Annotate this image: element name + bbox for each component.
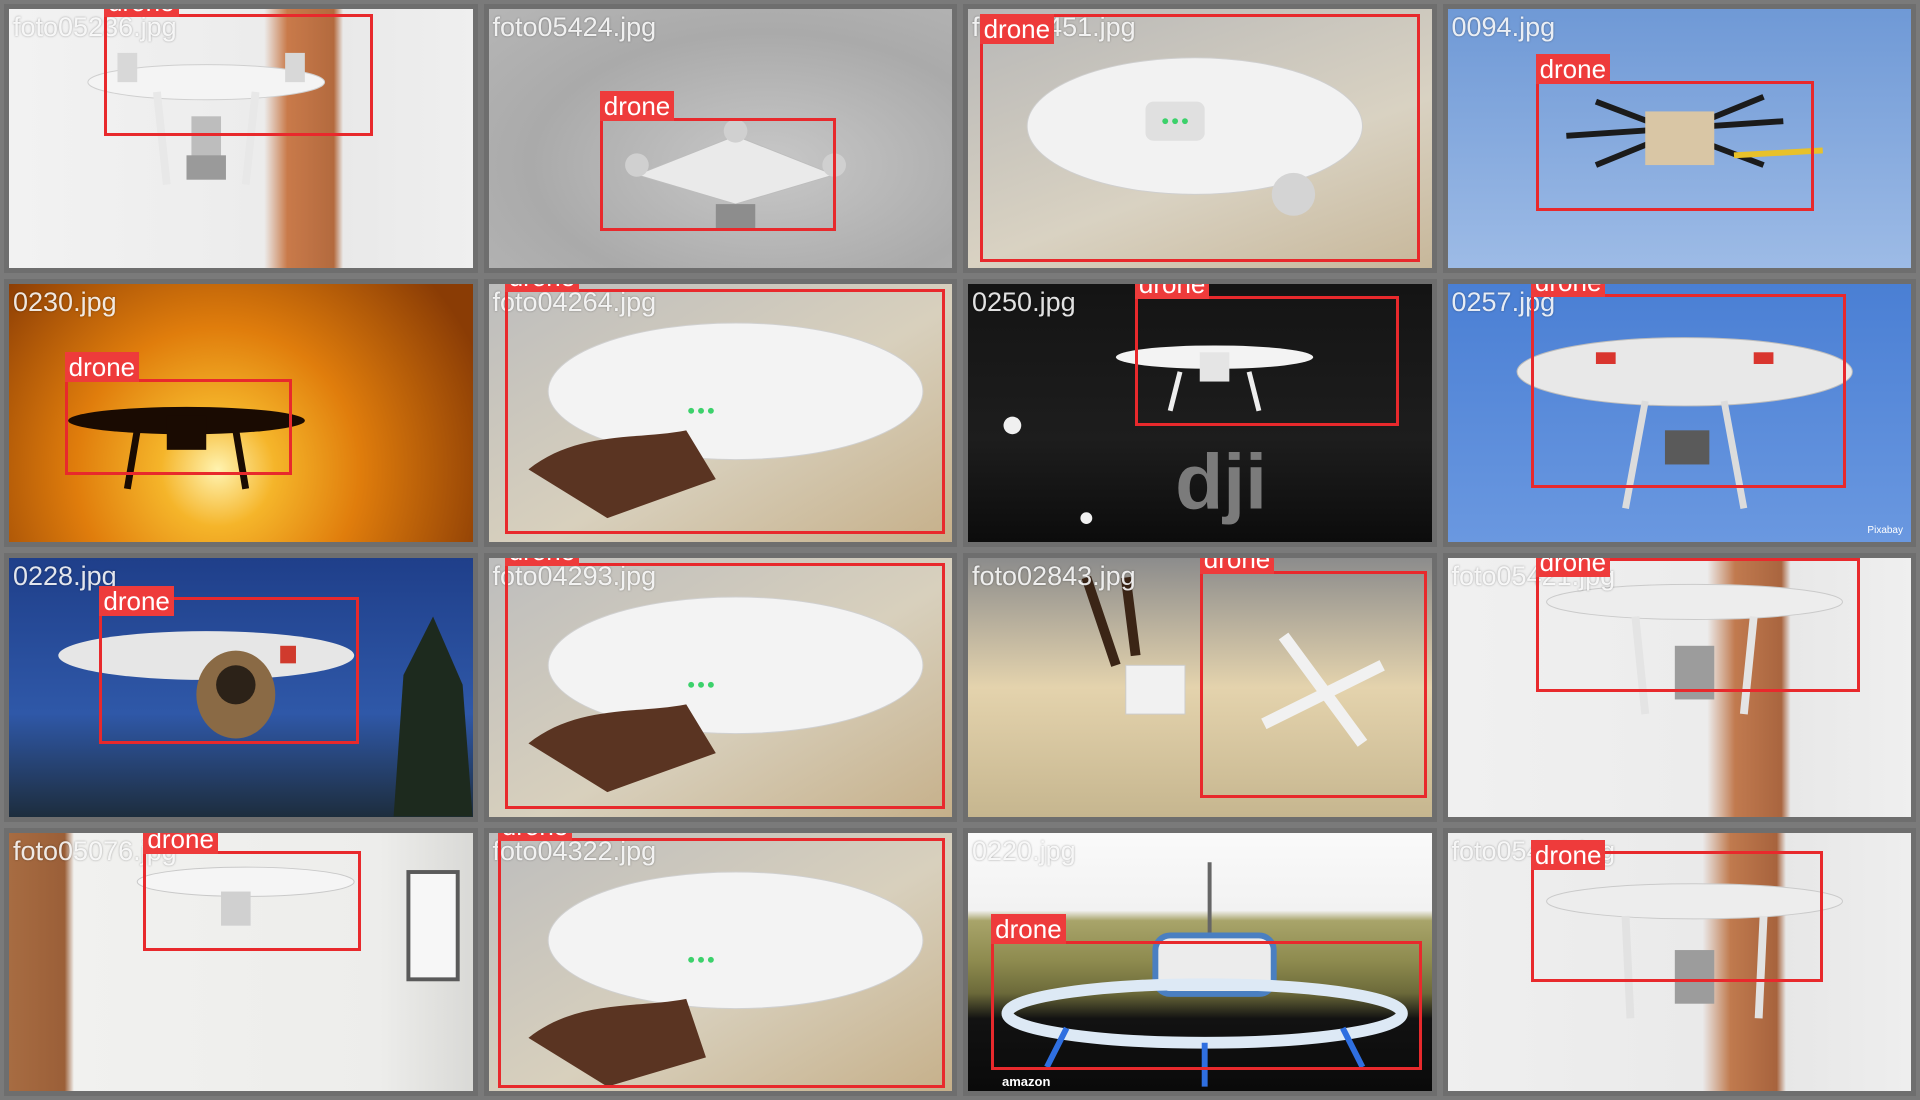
bounding-box[interactable]: drone xyxy=(1530,283,1847,488)
drone-image xyxy=(1081,575,1385,747)
watermark-text: Pixabay xyxy=(1867,525,1903,536)
bounding-box-label: drone xyxy=(104,8,179,18)
svg-text:dji: dji xyxy=(1175,437,1267,525)
bounding-box-label: drone xyxy=(1535,557,1611,577)
bounding-box-label: drone xyxy=(504,283,580,292)
bounding-box-label: drone xyxy=(1530,283,1606,297)
image-tile[interactable]: foto04264.jpg drone xyxy=(483,278,957,547)
bounding-box-label: drone xyxy=(64,352,140,383)
drone-image xyxy=(527,322,923,518)
drone-image xyxy=(136,866,460,981)
image-filename: 0230.jpg xyxy=(13,286,117,317)
image-tile[interactable]: dji 0250.jpg drone xyxy=(963,278,1437,547)
image-tile[interactable]: foto05423.jpg drone xyxy=(1442,827,1916,1096)
bounding-box[interactable]: drone xyxy=(99,585,359,745)
drone-image xyxy=(527,596,923,793)
brand-text: amazon xyxy=(1002,1074,1051,1089)
bounding-box-label: drone xyxy=(979,14,1055,45)
drone-image xyxy=(87,52,326,185)
image-tile[interactable]: 0220.jpg amazon drone xyxy=(963,827,1437,1096)
bounding-box-label: drone xyxy=(991,914,1066,945)
bounding-box[interactable]: drone xyxy=(504,557,946,809)
image-tile[interactable]: foto05424.jpg drone xyxy=(483,4,957,273)
image-tile[interactable]: foto05421.jpg drone xyxy=(1442,553,1916,822)
image-tile[interactable]: 0228.jpg drone xyxy=(4,553,478,822)
image-filename: 0220.jpg xyxy=(972,835,1076,866)
image-tile[interactable]: 0257.jpg Pixabay drone xyxy=(1442,278,1916,547)
bounding-box[interactable]: drone xyxy=(497,832,946,1089)
bounding-box[interactable]: drone xyxy=(143,832,362,952)
image-tile[interactable]: 0230.jpg drone xyxy=(4,278,478,547)
bounding-box[interactable]: drone xyxy=(1134,283,1400,426)
bounding-box[interactable]: drone xyxy=(599,90,837,232)
bounding-box[interactable]: drone xyxy=(1199,557,1427,799)
drone-image xyxy=(1001,861,1408,1087)
drone-image: dji xyxy=(1003,344,1314,525)
bounding-box[interactable]: drone xyxy=(1535,557,1860,693)
image-tile[interactable]: foto05076.jpg drone xyxy=(4,827,478,1096)
bounding-box-label: drone xyxy=(599,90,675,121)
bounding-box-label: drone xyxy=(504,557,580,567)
image-tile[interactable]: foto04293.jpg drone xyxy=(483,553,957,822)
drone-image xyxy=(527,871,923,1087)
drone-image xyxy=(68,406,305,489)
drone-image xyxy=(1545,882,1843,1019)
image-tile[interactable]: foto03451.jpg drone xyxy=(963,4,1437,273)
bounding-box[interactable]: drone xyxy=(64,352,292,475)
drone-image xyxy=(1545,583,1843,715)
image-filename: foto05424.jpg xyxy=(492,12,657,42)
image-filename: 0228.jpg xyxy=(13,561,117,591)
image-tile[interactable]: foto02843.jpg drone xyxy=(963,553,1437,822)
bounding-box[interactable]: drone xyxy=(991,914,1423,1071)
bounding-box-label: drone xyxy=(143,832,218,854)
bounding-box-label: drone xyxy=(99,585,174,616)
bounding-box-label: drone xyxy=(1535,54,1611,85)
bounding-box-label: drone xyxy=(497,832,573,841)
bounding-box[interactable]: drone xyxy=(104,8,373,136)
drone-image xyxy=(58,616,473,817)
drone-image xyxy=(1565,94,1823,168)
bounding-box-label: drone xyxy=(1199,557,1275,574)
bounding-box[interactable]: drone xyxy=(979,14,1420,263)
image-tile[interactable]: foto05236.jpg drone xyxy=(4,4,478,273)
image-tile[interactable]: 0094.jpg drone xyxy=(1442,4,1916,273)
bounding-box[interactable]: drone xyxy=(1530,839,1823,983)
bounding-box[interactable]: drone xyxy=(504,283,946,535)
drone-image xyxy=(1026,57,1363,216)
drone-image xyxy=(1516,336,1853,509)
image-tile[interactable]: foto04322.jpg drone xyxy=(483,827,957,1096)
bounding-box[interactable]: drone xyxy=(1535,54,1814,211)
image-filename: 0250.jpg xyxy=(972,286,1076,317)
bounding-box-label: drone xyxy=(1530,839,1606,870)
image-filename: 0094.jpg xyxy=(1451,12,1556,42)
image-filename: foto02843.jpg xyxy=(972,561,1136,591)
bounding-box-label: drone xyxy=(1134,283,1210,300)
drone-image xyxy=(624,119,846,229)
